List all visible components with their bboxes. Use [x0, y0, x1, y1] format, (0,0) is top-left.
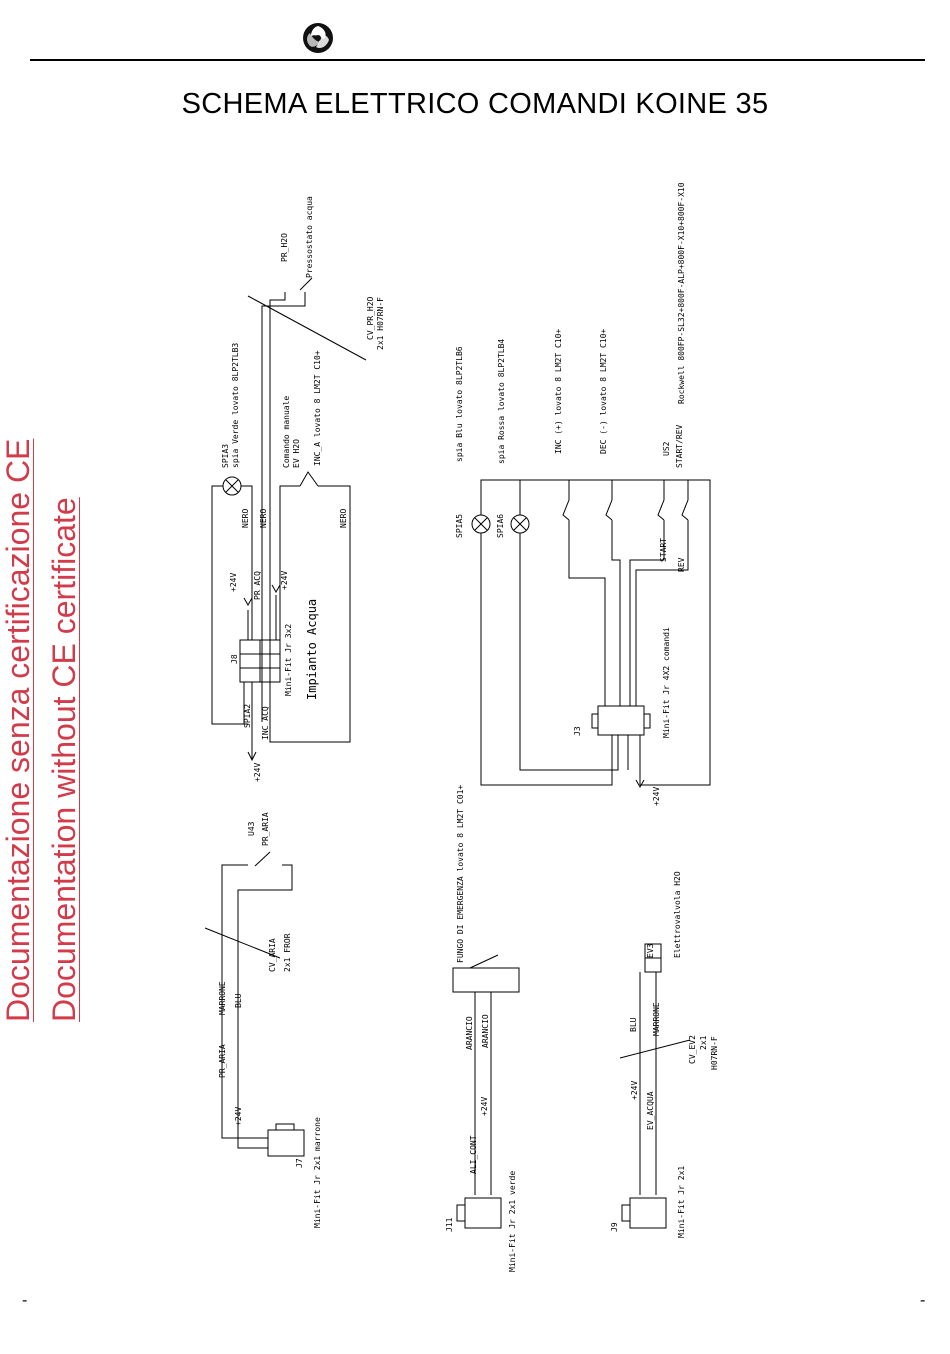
label-us2: US2 [662, 441, 671, 456]
header-rule [30, 59, 925, 61]
connector-j11 [464, 1197, 502, 1229]
label-24v-b: +24V [280, 571, 289, 590]
label-cv-ev2: CV_EV2 [688, 1035, 697, 1064]
label-j8-type: Mini-Fit Jr 3x2 [284, 624, 293, 696]
label-j11: J11 [445, 1217, 454, 1232]
button-dec [605, 499, 613, 521]
label-rockwell: Rockwell 800FP-SL32+800F-ALP+800F-X10+80… [677, 182, 686, 404]
label-spia2: SPIA2 [243, 704, 252, 728]
footer-right: - [920, 1292, 926, 1309]
label-j11-type: Mini-Fit Jr 2x1 verde [508, 1171, 517, 1272]
label-cv-ev2-b: H07RN-F [710, 1036, 719, 1070]
label-arancio-1: ARANCIO [465, 1016, 474, 1050]
button-rev [681, 499, 689, 521]
label-ali-cont: ALI_CONT [469, 1135, 478, 1174]
wire-pr-h2o-a [261, 292, 306, 722]
label-ev3: EV3 [646, 943, 655, 958]
label-ev-h2o: EV H2O [292, 439, 301, 468]
wire-dec [611, 520, 621, 706]
label-24v-c: +24V [253, 763, 262, 782]
label-spia3: SPIA3 [221, 444, 230, 468]
label-cv-aria-cable: 2x1 FROR [283, 933, 292, 972]
wire-rev [635, 520, 689, 706]
wire-spia3-nero [241, 485, 253, 640]
switch-pr-h2o [299, 277, 313, 291]
label-j7: J7 [295, 1158, 304, 1168]
switch-u43 [254, 851, 271, 867]
switch-emergency [469, 954, 499, 969]
label-spia3-desc: spia Verde lovato 8LP2TLB3 [231, 343, 240, 468]
wire-start [629, 520, 665, 706]
label-nero-2: NERO [259, 509, 268, 528]
label-pr-acq: PR_ACQ [253, 571, 262, 600]
label-nero-3: NERO [339, 509, 348, 528]
label-marrone-2: MARRONE [652, 1002, 661, 1036]
label-u43: U43 [247, 821, 256, 836]
switch-comando-manuale [299, 471, 319, 487]
label-j9-type: Mini-Fit Jr 2x1 [677, 1166, 686, 1238]
label-spia-rossa: spia Rossa lovato 8LP2TLB4 [497, 339, 506, 464]
label-elettrovalvola: Elettrovalvola H2O [673, 871, 682, 958]
label-spia-blu: spia Blu lovato 8LP2TLB6 [455, 346, 464, 462]
footer-left: - [22, 1292, 28, 1309]
label-24v-j3: +24V [652, 787, 661, 806]
label-fungo: FUNGO DI EMERGENZA lovato 8 LM2T C01+ [456, 785, 465, 963]
wire-spia5-return [480, 533, 613, 786]
label-start-rev: START/REV [675, 424, 684, 468]
label-cv-pr-h2o-cable: 2x1 H07RN-F [376, 297, 385, 350]
wire-top-rail [480, 479, 711, 786]
wire-pr-h2o-b [269, 292, 286, 722]
wire-pr-aria [221, 864, 248, 1125]
brand-logo-icon [302, 22, 334, 54]
cable-mark-cv-ev2 [619, 1039, 691, 1059]
label-inc-a: INC_A lovato 8 LM2T C10+ [313, 350, 322, 466]
label-comando-manuale: Comando manuale [282, 396, 291, 468]
wire-spia2 [211, 485, 248, 725]
label-j7-type: Mini-Fit Jr 2x1 marrone [313, 1117, 322, 1228]
label-inc-acq: INC_ACQ [261, 706, 270, 740]
label-spia6: SPIA6 [496, 514, 505, 538]
button-inc [562, 499, 570, 521]
label-impianto-acqua: Impianto Acqua [305, 599, 319, 700]
cable-mark-cv-pr-h2o [247, 295, 367, 361]
wire-blu [237, 864, 293, 1130]
label-arancio-2: ARANCIO [481, 1014, 490, 1048]
label-cv-pr-h2o: CV_PR_H2O [366, 296, 375, 340]
wire-spia6-return [519, 533, 619, 771]
page-title: SCHEMA ELETTRICO COMANDI KOINE 35 [181, 88, 769, 120]
connector-j9 [629, 1197, 667, 1229]
wire-inc [568, 520, 606, 706]
label-24v-a: +24V [229, 573, 238, 592]
label-marrone: MARRONE [218, 981, 227, 1015]
button-start [657, 499, 665, 521]
label-blu: BLU [234, 993, 243, 1008]
label-ev-acqua: EV_ACQUA [646, 1091, 655, 1130]
label-24v-j9: +24V [630, 1081, 639, 1100]
label-pressostato: Pressostato acqua [305, 196, 314, 278]
label-spia5: SPIA5 [455, 514, 464, 538]
label-j8: J8 [230, 654, 239, 664]
label-j3-type: Mini-Fit Jr 4X2 comandi [662, 627, 671, 738]
label-j3: J3 [573, 726, 582, 736]
emergency-stop-box [452, 967, 520, 993]
label-pr-h2o: PR_H2O [280, 233, 289, 262]
cable-mark-cv-aria [204, 927, 281, 959]
label-blu-2: BLU [629, 1017, 638, 1032]
label-j9: J9 [610, 1222, 619, 1232]
label-inc-plus: INC (+) lovato 8 LM2T C10+ [554, 329, 563, 454]
connector-j7 [267, 1129, 305, 1157]
label-cv-ev2-a: 2x1 [699, 1035, 708, 1050]
label-pr-aria: PR_ARIA [261, 812, 270, 846]
label-rev: REV [677, 557, 686, 572]
label-start: START [659, 538, 668, 562]
label-pr-aria-2: PR_ARIA [218, 1044, 227, 1078]
label-dec-minus: DEC (-) lovato 8 LM2T C10+ [599, 329, 608, 454]
connector-j3 [597, 705, 645, 736]
label-cv-aria: CV_ARIA [268, 938, 277, 972]
label-24v-j11: +24V [480, 1097, 489, 1116]
wire-nero-loop [269, 485, 351, 743]
label-24v-j7: +24V [234, 1107, 243, 1126]
label-nero-1: NERO [241, 509, 250, 528]
